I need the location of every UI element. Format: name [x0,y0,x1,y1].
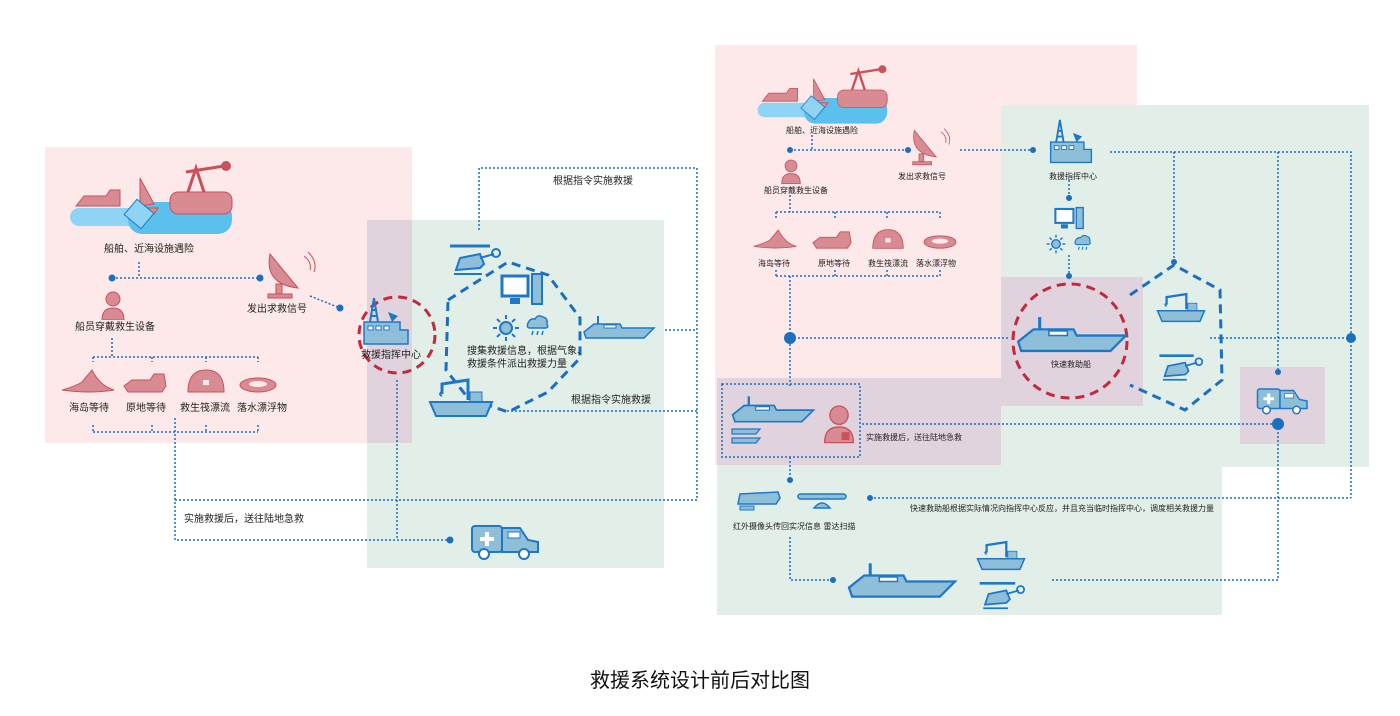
crane-ship-icon-after [1156,292,1206,323]
after-sensor-label: 红外摄像头传回实况信息 雷达扫描 [733,522,856,531]
ambulance-icon-after [1256,388,1308,415]
satellite-dish-icon-after [912,128,951,166]
crew-person-icon-after [781,159,801,184]
before-order-label-top: 根据指令实施救援 [553,176,633,187]
after-command-label: 救援指挥中心 [1049,172,1097,181]
helicopter-icon-after [1159,354,1204,381]
before-crew-label: 船员穿戴救生设备 [75,322,155,333]
computer-icon [500,273,543,305]
after-fastboat-circle [1011,282,1129,400]
after-option-island: 海岛等待 [758,259,790,268]
rain-cloud-icon [526,315,549,336]
after-crew-label: 船员穿戴救生设备 [764,186,828,195]
before-dispatch-text-1: 搜集救援信息，根据气象、 [467,346,587,357]
sun-icon-after [1046,234,1066,254]
after-option-raft: 救生筏漂流 [868,259,908,268]
r-onsite-box [721,383,861,458]
sensor-lines-icon [731,428,762,444]
before-dispatch-text-2: 救援条件派出救援力量 [467,359,567,370]
computer-icon-after [1054,206,1084,230]
after-transfer-label: 实施救援后，送往陆地急救 [866,433,962,442]
connector-order-top [175,167,698,501]
after-option-float: 落水漂浮物 [916,259,956,268]
lifeboat-icon-after [812,231,852,249]
sun-icon [493,315,519,341]
rescued-person-icon [823,405,855,444]
helicopter-icon-response [979,582,1025,610]
incident-scene-icon [70,161,233,234]
patrol-boat-icon [583,316,656,339]
crew-person-icon [101,291,125,320]
r-connector-command-right [1110,151,1352,338]
crane-ship-icon [428,378,494,417]
after-option-stay: 原地等待 [818,259,850,268]
after-fastboat-label: 快速救助船 [1051,360,1091,369]
before-transfer-label: 实施救援后，送往陆地急救 [184,514,304,525]
fast-rescue-boat-icon [1016,317,1129,353]
r-connector-onsite-ambulance [862,423,1279,581]
fast-rescue-boat-icon-response [847,563,958,598]
rain-cloud-icon-after [1074,234,1091,250]
after-incident-label: 船舶、近海设施遇险 [786,126,858,135]
after-signal-label: 发出求救信号 [898,172,946,181]
island-icon [61,369,115,393]
figure-title: 救援系统设计前后对比图 [590,668,810,692]
fast-rescue-boat-icon-onsite [731,396,816,423]
helicopter-icon [450,244,501,275]
lifebuoy-icon [239,377,277,393]
before-option-float: 落水漂浮物 [237,403,287,414]
infrared-camera-icon [737,491,781,511]
after-feedback-label: 快速救助船根据实际情况向指挥中心反应，并且充当临时指挥中心，调度相关救援力量 [910,504,1214,513]
radar-icon [797,493,847,509]
connector-options-ambulance [174,418,450,541]
command-center-icon-after [1049,119,1093,164]
liferaft-icon [187,369,225,393]
before-incident-label: 船舶、近海设施遇险 [104,244,194,255]
before-option-island: 海岛等待 [69,403,109,414]
liferaft-icon-after [872,229,904,249]
r-connector-sensors-boat [789,537,833,581]
after-dispatch-hexagon [1129,263,1224,412]
command-center-icon [363,297,409,345]
ambulance-icon [471,525,539,560]
lifeboat-icon [123,373,167,393]
crane-ship-icon-response [976,540,1026,571]
before-command-circle [357,295,437,375]
r-connector-hex-right [1210,337,1352,498]
before-signal-label: 发出求救信号 [247,304,307,315]
after-response-zone [717,465,1222,615]
before-command-label: 救援指挥中心 [361,350,421,361]
connector-signal-command [309,295,341,309]
satellite-dish-icon [267,251,316,299]
lifebuoy-icon-after [923,235,957,249]
before-dispatch-hexagon [444,260,582,414]
before-order-label-bottom: 根据指令实施救援 [571,395,651,406]
before-option-raft: 救生筏漂流 [180,403,230,414]
island-icon-after [753,229,797,249]
before-option-stay: 原地等待 [126,403,166,414]
incident-scene-icon-after [757,65,888,124]
